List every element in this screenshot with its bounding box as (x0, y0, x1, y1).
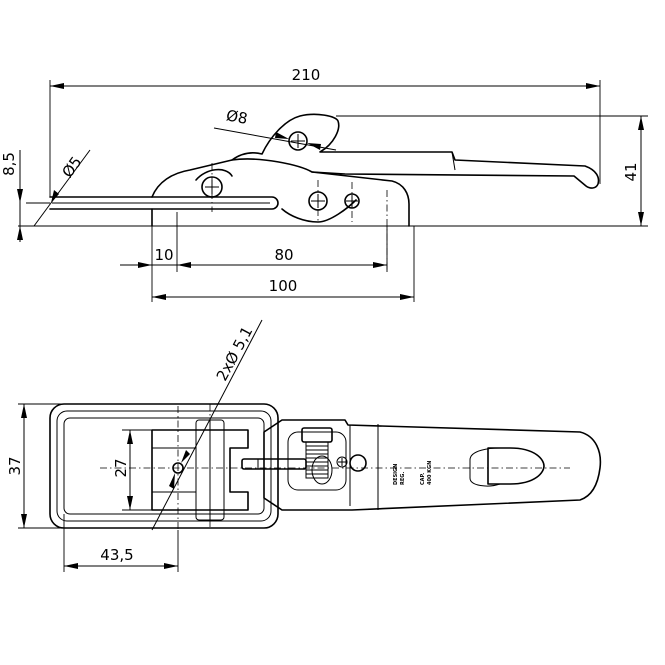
dimension-41: 41 (336, 115, 648, 226)
dim-label-80: 80 (274, 246, 293, 264)
dim-label-100: 100 (269, 277, 298, 295)
top-view: DESIGN REG. CAP. 400 KGN 2xØ 5,1 (6, 319, 602, 572)
pull-rod (241, 458, 307, 470)
dimension-210: 210 (49, 66, 601, 197)
dim-label-10: 10 (154, 246, 173, 264)
dimension-mount-holes: 2xØ 5,1 (151, 319, 263, 531)
lever (231, 113, 600, 189)
dim-label-dia-8: Ø8 (225, 106, 249, 127)
side-view: 210 41 8,5 Ø5 Ø8 (0, 66, 648, 302)
dim-label-dia-5: Ø5 (58, 153, 85, 181)
dimension-37: 37 (6, 403, 64, 529)
dim-label-mount-holes: 2xØ 5,1 (213, 323, 257, 383)
dim-label-37: 37 (6, 456, 24, 475)
slot (487, 447, 545, 485)
dimension-10-80: 10 80 (120, 212, 388, 272)
dim-label-8-5: 8,5 (0, 152, 18, 176)
plate-text-design: DESIGN (393, 464, 399, 485)
dim-label-27: 27 (112, 458, 130, 477)
hook-wire (49, 196, 279, 210)
plate-text-cap: CAP. (420, 473, 426, 485)
badge-mark (349, 454, 367, 472)
plate-text: DESIGN REG. CAP. 400 KGN (393, 461, 433, 485)
dim-label-210: 210 (292, 66, 321, 84)
pivot-hole-2 (288, 131, 308, 151)
dimension-27: 27 (112, 429, 152, 511)
base-body (151, 158, 410, 227)
dimension-dia-5: Ø5 (33, 149, 91, 227)
dimension-8-5: 8,5 (0, 150, 23, 242)
lever-top (263, 419, 602, 511)
dimension-100: 100 (151, 226, 415, 302)
plate-text-reg: REG. (400, 472, 406, 485)
clevis-bracket (151, 419, 249, 521)
plate-text-capacity: 400 KGN (427, 461, 433, 485)
dim-label-43-5: 43,5 (100, 546, 133, 564)
dimension-dia-8: Ø8 (213, 106, 337, 151)
adjustment-screw (301, 427, 348, 485)
dim-label-41: 41 (622, 162, 640, 181)
mounting-hole (172, 462, 184, 474)
dimension-43-5: 43,5 (63, 514, 179, 572)
